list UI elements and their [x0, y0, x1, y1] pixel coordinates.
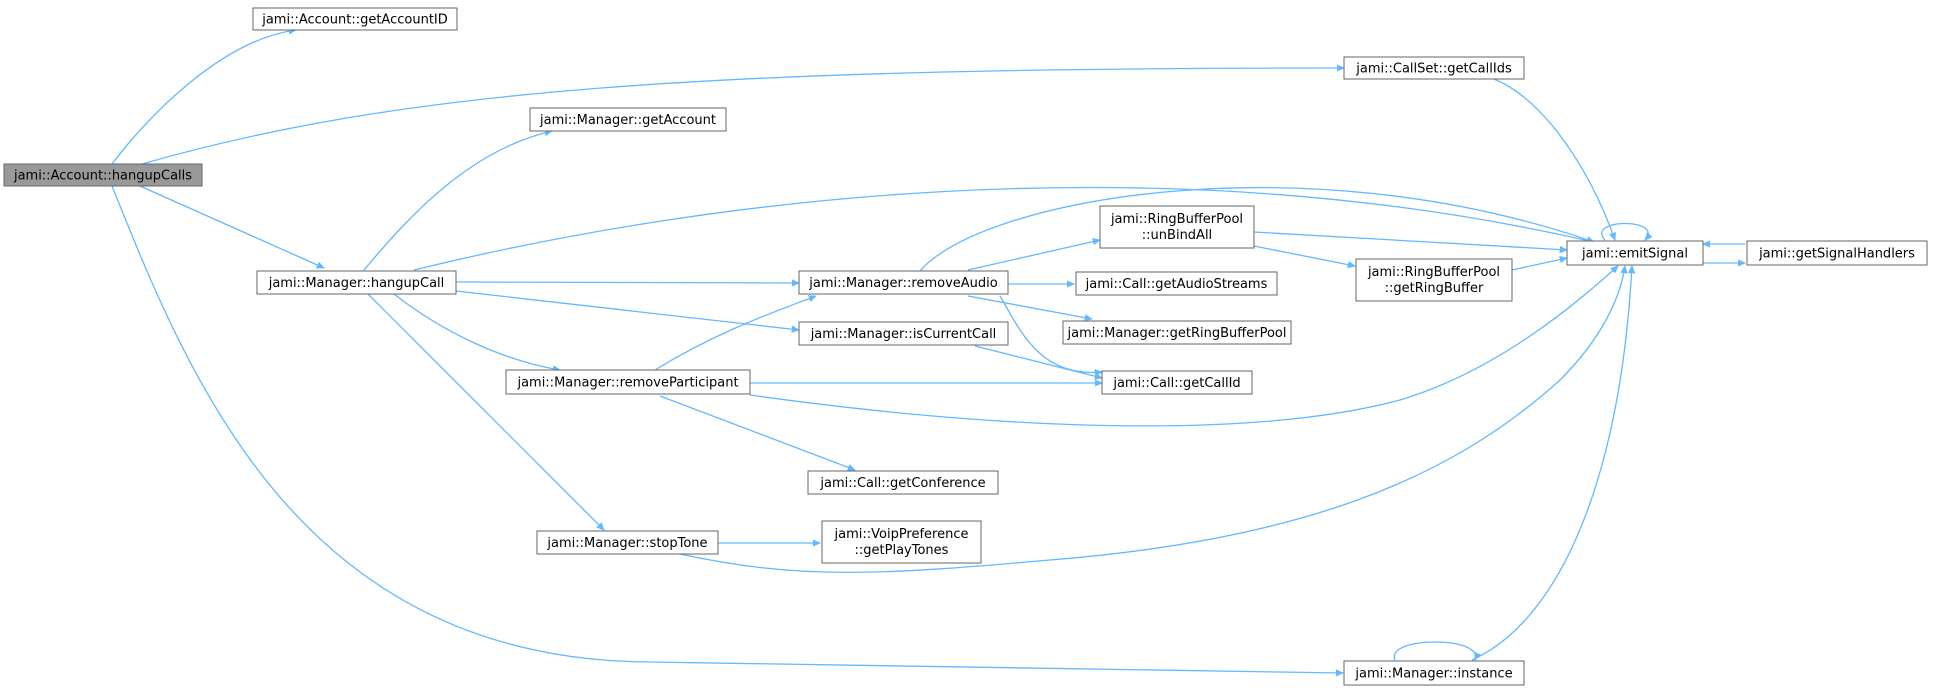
edge-hangupcalls-hangupcall — [139, 185, 324, 269]
node-account-getaccountid[interactable]: jami::Account::getAccountID — [252, 7, 458, 31]
node-manager-hangupcall[interactable]: jami::Manager::hangupCall — [256, 270, 457, 295]
node-label: jami::Call::getConference — [819, 476, 985, 491]
node-ringbufferpool-unbindall[interactable]: jami::RingBufferPool ::unBindAll — [1099, 205, 1255, 249]
edge-unbindall-emitsignal — [1253, 231, 1567, 250]
node-label: jami::Manager::removeAudio — [808, 276, 997, 291]
node-label: jami::Call::getCallId — [1112, 376, 1240, 391]
edge-hangupcall-emitsignal — [413, 186, 1594, 271]
edge-hangupcalls-instance — [111, 185, 1343, 673]
edges — [111, 30, 1745, 673]
node-ringbufferpool-getringbuffer[interactable]: jami::RingBufferPool ::getRingBuffer — [1355, 258, 1513, 302]
node-emitsignal[interactable]: jami::emitSignal — [1566, 240, 1704, 266]
node-label: jami::Account::getAccountID — [261, 13, 448, 28]
edge-emitsignal-self — [1601, 222, 1648, 241]
node-label: jami::Manager::hangupCall — [268, 276, 445, 291]
node-label-line1: jami::RingBufferPool — [1367, 265, 1500, 280]
node-call-getaudiostreams[interactable]: jami::Call::getAudioStreams — [1075, 271, 1278, 296]
edge-iscurrentcall-getcallid — [974, 345, 1102, 378]
node-manager-iscurrentcall[interactable]: jami::Manager::isCurrentCall — [798, 321, 1009, 346]
edge-removeaudio-emitsignal — [919, 186, 1594, 272]
node-manager-getaccount[interactable]: jami::Manager::getAccount — [529, 107, 727, 132]
node-manager-stoptone[interactable]: jami::Manager::stopTone — [536, 530, 719, 555]
node-label-line2: ::unBindAll — [1142, 228, 1212, 243]
node-label-line2: ::getPlayTones — [855, 543, 949, 558]
node-label: jami::Manager::stopTone — [546, 536, 707, 551]
edge-removeaudio-getcallid — [999, 295, 1102, 373]
node-getsignalhandlers[interactable]: jami::getSignalHandlers — [1746, 240, 1928, 266]
node-label: jami::Manager::getRingBufferPool — [1067, 326, 1287, 341]
edge-hangupcall-removeaudio — [455, 282, 799, 283]
node-call-getconference[interactable]: jami::Call::getConference — [807, 470, 999, 495]
node-label: jami::Call::getAudioStreams — [1085, 277, 1268, 292]
edge-instance-self — [1393, 641, 1475, 660]
edge-stoptone-emitsignal — [679, 266, 1625, 574]
edge-removeparticipant-getconference — [659, 395, 855, 470]
edge-removeparticipant-removeaudio — [654, 296, 816, 371]
edge-getringbuffer-emitsignal — [1511, 258, 1567, 271]
node-label: jami::Manager::isCurrentCall — [810, 327, 997, 342]
node-label: jami::CallSet::getCallIds — [1355, 62, 1512, 77]
edge-getcallids-emitsignal — [1493, 78, 1615, 240]
node-label-line1: jami::RingBufferPool — [1110, 212, 1243, 227]
node-call-getcallid[interactable]: jami::Call::getCallId — [1101, 370, 1253, 395]
node-callset-getcallids[interactable]: jami::CallSet::getCallIds — [1343, 56, 1525, 80]
edge-hangupcall-getaccount — [363, 131, 552, 271]
node-account-hangupcalls[interactable]: jami::Account::hangupCalls — [3, 163, 203, 187]
node-label: jami::Account::hangupCalls — [13, 169, 192, 184]
node-manager-instance[interactable]: jami::Manager::instance — [1343, 660, 1525, 686]
edge-instance-emitsignal — [1471, 266, 1632, 661]
node-manager-getringbufferpool[interactable]: jami::Manager::getRingBufferPool — [1062, 320, 1292, 345]
edge-hangupcall-iscurrentcall — [455, 290, 799, 330]
edge-hangupcall-stoptone — [367, 293, 604, 530]
edge-hangupcalls-getcallids — [141, 68, 1344, 165]
edge-unbindall-getringbuffer — [1253, 245, 1355, 266]
node-label: jami::Manager::getAccount — [539, 113, 716, 128]
node-label: jami::Manager::instance — [1354, 667, 1512, 682]
edge-removeaudio-unbindall — [967, 240, 1100, 271]
node-label: jami::Manager::removeParticipant — [516, 376, 738, 391]
node-manager-removeaudio[interactable]: jami::Manager::removeAudio — [798, 270, 1009, 295]
node-voippreference-getplaytones[interactable]: jami::VoipPreference ::getPlayTones — [821, 520, 982, 564]
node-label-line2: ::getRingBuffer — [1385, 281, 1484, 296]
edge-removeparticipant-emitsignal — [749, 266, 1618, 427]
edge-hangupcalls-getaccountid — [111, 30, 296, 165]
node-label-line1: jami::VoipPreference — [834, 527, 969, 542]
edge-hangupcall-removeparticipant — [393, 293, 560, 370]
node-label: jami::emitSignal — [1581, 247, 1688, 262]
edge-removeaudio-getringbufferpool — [967, 295, 1092, 319]
node-label: jami::getSignalHandlers — [1758, 247, 1915, 262]
node-manager-removeparticipant[interactable]: jami::Manager::removeParticipant — [505, 369, 751, 395]
